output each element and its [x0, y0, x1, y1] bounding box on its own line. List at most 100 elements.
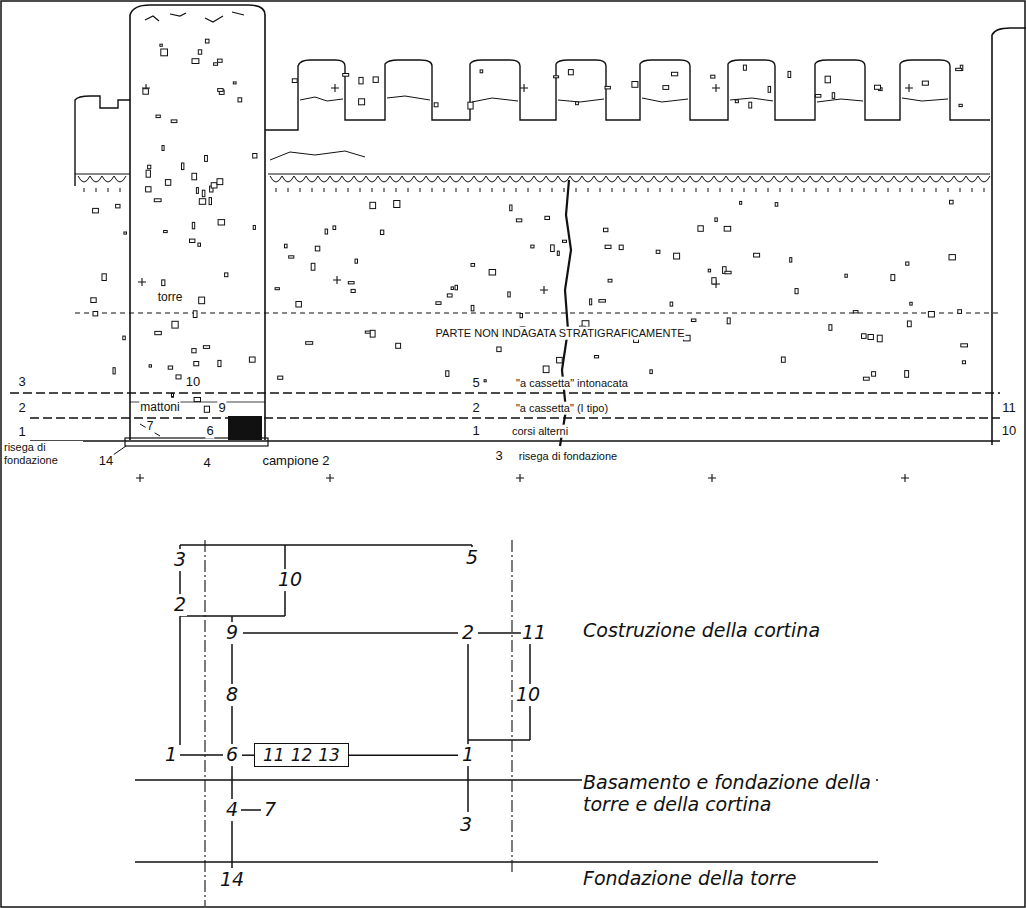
- stone-hole: [608, 279, 612, 282]
- elevation-label: 10: [185, 375, 201, 390]
- stone-hole: [154, 199, 161, 202]
- stone-hole: [663, 86, 669, 90]
- stone-hole: [672, 72, 678, 76]
- stone-hole: [203, 346, 209, 349]
- stone-hole: [554, 76, 559, 78]
- stone-hole: [576, 102, 579, 105]
- stone-hole: [670, 302, 673, 306]
- stone-hole: [832, 93, 835, 99]
- stone-hole: [795, 289, 798, 294]
- stone-hole: [146, 187, 151, 192]
- elevation-label: 6: [205, 424, 214, 439]
- stone-hole: [650, 370, 652, 374]
- elevation-label: campione 2: [261, 454, 330, 469]
- elevation-label: mattoni: [139, 401, 180, 415]
- stone-hole: [568, 70, 573, 75]
- stone-hole: [394, 201, 400, 208]
- stone-hole: [93, 312, 98, 316]
- stone-hole: [868, 335, 873, 340]
- elevation-label: 9: [217, 401, 226, 416]
- stone-hole: [451, 287, 453, 290]
- stone-hole: [311, 263, 315, 270]
- stone-hole: [217, 179, 223, 185]
- elevation-label: 10: [1001, 424, 1017, 439]
- stone-hole: [781, 357, 785, 362]
- stone-hole: [508, 292, 510, 297]
- stone-hole: [124, 232, 127, 234]
- stone-hole: [922, 81, 928, 85]
- stone-hole: [333, 226, 336, 230]
- stone-hole: [205, 156, 208, 162]
- stone-hole: [123, 336, 126, 340]
- stone-hole: [199, 199, 205, 205]
- stone-hole: [543, 366, 549, 373]
- stone-hole: [853, 311, 858, 313]
- stone-hole: [961, 344, 968, 347]
- stone-hole: [875, 85, 881, 89]
- elevation-label: 2: [471, 401, 480, 416]
- stone-holes: [91, 39, 968, 412]
- stone-hole: [218, 59, 223, 62]
- stone-hole: [192, 349, 196, 353]
- elevation-label: 11: [1001, 401, 1017, 416]
- stone-hole: [590, 299, 592, 305]
- stone-hole: [825, 76, 830, 83]
- elevation-label: torre: [157, 291, 184, 305]
- stone-hole: [863, 377, 869, 380]
- stone-hole: [198, 50, 201, 54]
- stone-hole: [168, 366, 172, 369]
- stone-hole: [715, 218, 717, 222]
- stone-hole: [497, 347, 501, 352]
- stone-hole: [950, 200, 954, 204]
- stone-hole: [775, 203, 778, 207]
- matrix-label: 6: [225, 744, 239, 766]
- matrix-line: [242, 754, 254, 756]
- stone-hole: [754, 253, 760, 257]
- elevation-label: 1: [17, 425, 26, 440]
- unit-number: 11: [263, 745, 285, 765]
- elevation-label: 4: [202, 456, 211, 471]
- stone-hole: [351, 289, 355, 292]
- stone-hole: [727, 318, 730, 324]
- stone-hole: [176, 375, 181, 379]
- stone-hole: [211, 183, 217, 188]
- stone-hole: [829, 325, 832, 331]
- stone-hole: [815, 95, 821, 98]
- matrix-label: 2: [173, 594, 187, 616]
- stone-hole: [156, 115, 160, 118]
- stone-hole: [725, 271, 731, 274]
- elevation-label: "a cassetta" (I tipo): [515, 402, 609, 415]
- stone-hole: [910, 302, 912, 305]
- stone-hole: [907, 321, 911, 327]
- stone-hole: [749, 102, 752, 108]
- stone-hole: [149, 365, 151, 367]
- stone-hole: [674, 253, 680, 259]
- stone-hole: [735, 100, 738, 103]
- stone-hole: [373, 77, 378, 83]
- matrix-label: 4: [225, 799, 239, 821]
- stone-hole: [193, 311, 197, 318]
- machicolation-arches: [78, 176, 990, 192]
- stone-hole: [698, 226, 703, 232]
- matrix-label: 5: [465, 547, 479, 569]
- stone-hole: [218, 220, 225, 225]
- stone-hole: [468, 102, 473, 109]
- matrix-label: 10: [277, 569, 303, 591]
- unit-number: 13: [318, 745, 340, 765]
- stone-hole: [958, 310, 962, 314]
- stone-hole: [370, 330, 375, 337]
- stone-hole: [605, 245, 611, 248]
- stone-hole: [557, 251, 559, 255]
- stone-hole: [594, 356, 598, 358]
- stone-hole: [862, 334, 867, 339]
- stone-hole: [520, 314, 523, 318]
- stone-hole: [209, 198, 211, 205]
- stone-hole: [164, 231, 168, 233]
- matrix-line: [349, 754, 458, 756]
- stone-hole: [557, 357, 563, 363]
- elevation-label: 3: [17, 375, 26, 390]
- stone-hole: [315, 246, 320, 251]
- stone-hole: [446, 371, 449, 377]
- matrix-label: 11: [521, 622, 547, 644]
